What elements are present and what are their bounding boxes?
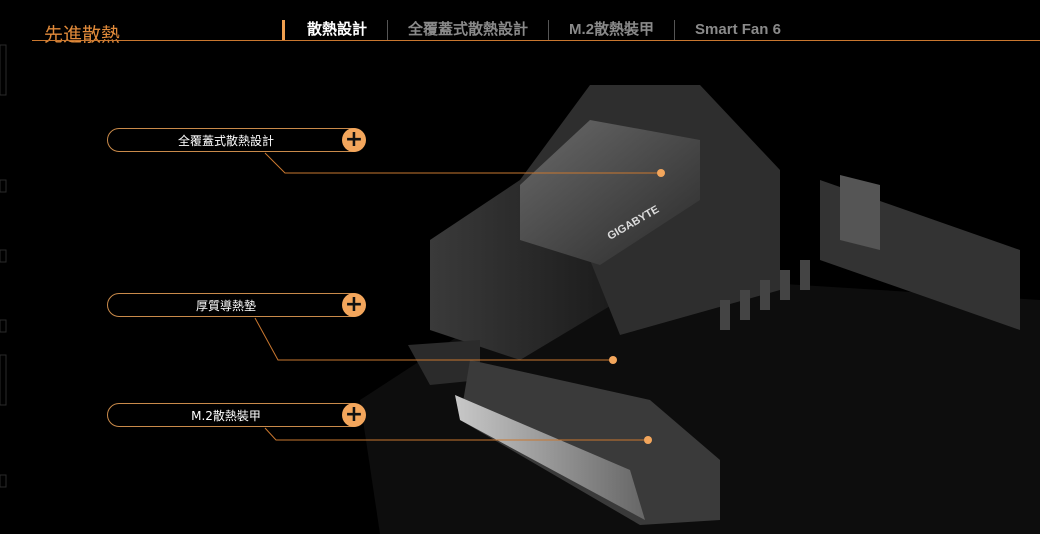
hotspot-label: 厚質導熱墊 xyxy=(195,298,256,313)
page-title: 先進散熱 xyxy=(44,24,121,46)
hotspot-thermal-pad[interactable]: 厚質導熱墊 xyxy=(107,293,365,317)
tab-full-cover-cooling[interactable]: 全覆蓋式散熱設計 xyxy=(387,20,548,40)
tab-m2-armor[interactable]: M.2散熱裝甲 xyxy=(548,20,674,40)
hotspot-full-cover-cooling[interactable]: 全覆蓋式散熱設計 xyxy=(107,128,365,152)
tab-smart-fan[interactable]: Smart Fan 6 xyxy=(674,20,801,40)
tab-cooling-design[interactable]: 散熱設計 xyxy=(282,20,387,40)
plus-icon[interactable]: + xyxy=(342,293,366,317)
section-tabs: 散熱設計 全覆蓋式散熱設計 M.2散熱裝甲 Smart Fan 6 xyxy=(282,19,801,41)
plus-icon[interactable]: + xyxy=(342,128,366,152)
hotspot-m2-armor[interactable]: M.2散熱裝甲 xyxy=(107,403,365,427)
hotspot-label: 全覆蓋式散熱設計 xyxy=(177,133,274,148)
header-divider xyxy=(32,40,1040,41)
hotspot-label: M.2散熱裝甲 xyxy=(191,408,261,423)
plus-icon[interactable]: + xyxy=(342,403,366,427)
